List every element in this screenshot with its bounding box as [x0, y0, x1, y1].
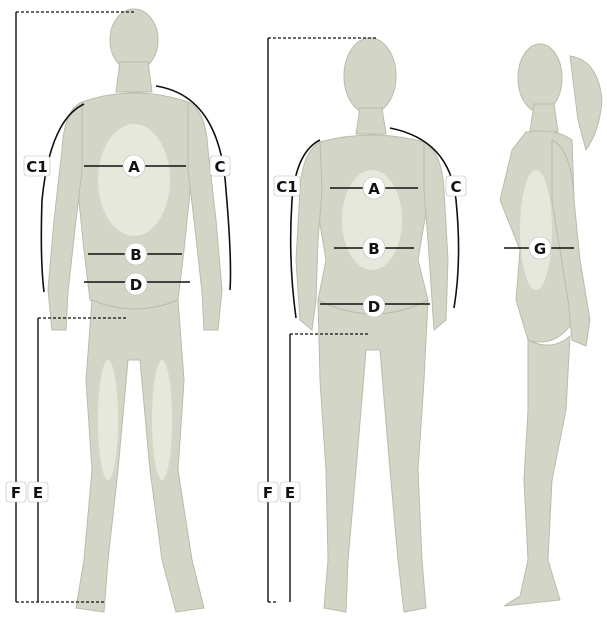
female-label-b: B — [368, 240, 379, 258]
side-label-g: G — [534, 240, 546, 258]
female-label-f: F — [263, 484, 273, 502]
female-badge-d: D — [363, 295, 385, 317]
female-label-c: C — [450, 178, 461, 196]
female-badge-f: F — [258, 482, 278, 502]
male-badge-c1: C1 — [24, 156, 50, 176]
male-badge-e: E — [28, 482, 48, 502]
female-label-a: A — [368, 180, 380, 198]
female-badge-e: E — [280, 482, 300, 502]
female-label-c1: C1 — [276, 178, 297, 196]
female-side-figure — [500, 44, 602, 606]
male-badge-a: A — [123, 155, 145, 177]
male-figure — [48, 9, 222, 612]
male-badge-b: B — [125, 243, 147, 265]
female-label-d: D — [368, 298, 380, 316]
male-label-e: E — [33, 484, 43, 502]
male-label-b: B — [130, 246, 141, 264]
male-badge-d: D — [125, 273, 147, 295]
male-label-f: F — [11, 484, 21, 502]
male-badge-f: F — [6, 482, 26, 502]
female-badge-b: B — [363, 237, 385, 259]
female-front-figure — [296, 38, 448, 612]
male-label-a: A — [128, 158, 140, 176]
female-label-e: E — [285, 484, 295, 502]
side-badge-g: G — [529, 237, 551, 259]
male-label-d: D — [130, 276, 142, 294]
female-badge-c: C — [446, 176, 466, 196]
male-label-c: C — [214, 158, 225, 176]
male-badge-c: C — [210, 156, 230, 176]
female-badge-a: A — [363, 177, 385, 199]
male-label-c1: C1 — [26, 158, 47, 176]
female-badge-c1: C1 — [274, 176, 300, 196]
